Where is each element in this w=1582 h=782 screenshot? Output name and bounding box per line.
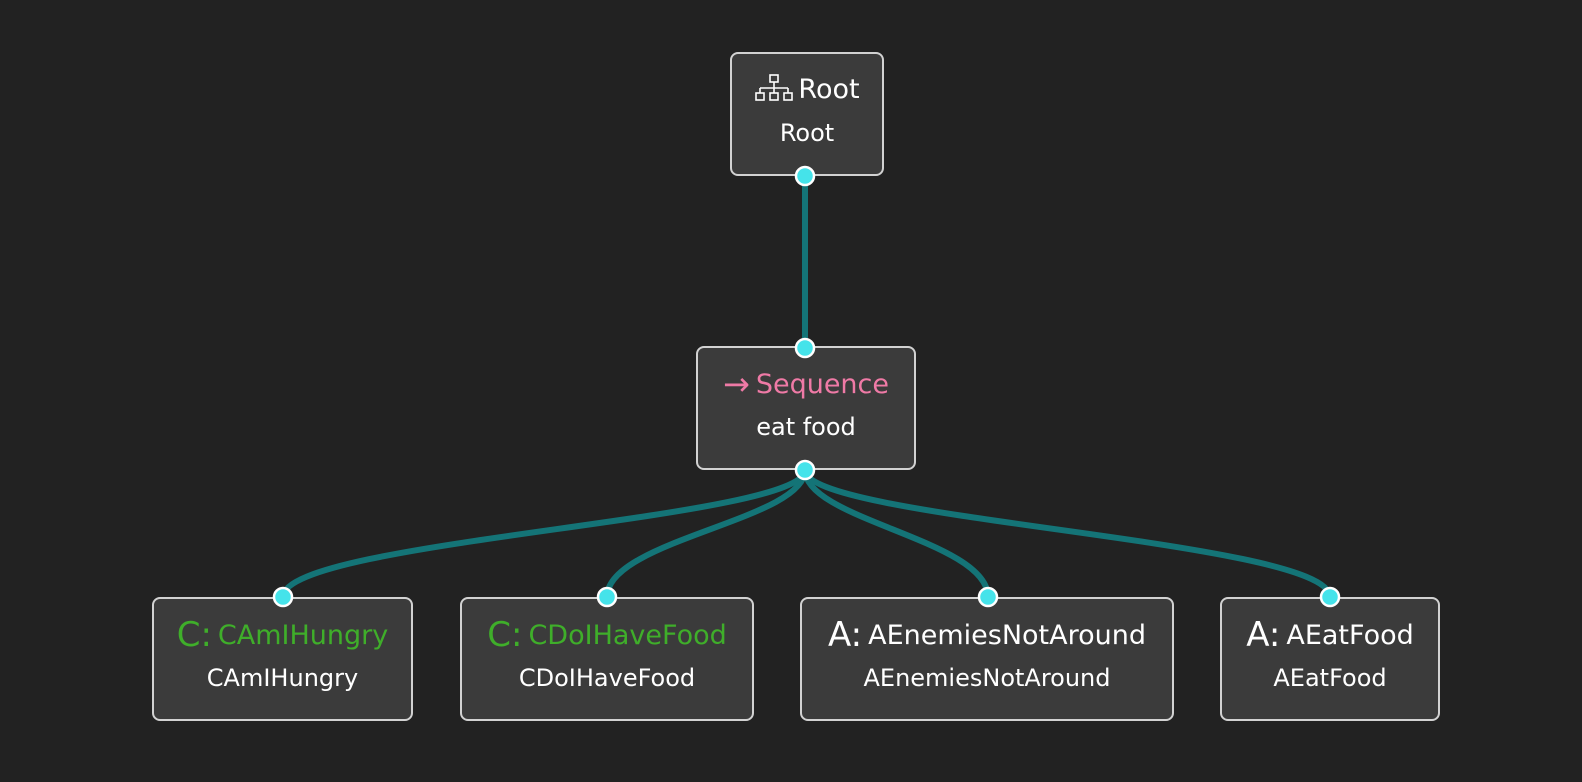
condition-type-label: CAmIHungry	[217, 620, 389, 651]
condition-node-name: CDoIHaveFood	[518, 664, 696, 692]
condition-type-label: CDoIHaveFood	[528, 620, 727, 651]
sequence-node-header: →Sequence	[698, 366, 914, 402]
sequence-node[interactable]: →Sequence eat food	[696, 346, 916, 470]
root-node-name: Root	[779, 119, 835, 147]
root-node-header: Root	[732, 72, 882, 108]
action-prefix: A:	[827, 615, 863, 655]
condition-node-header: C:CDoIHaveFood	[462, 617, 752, 653]
edge-sequence-aenemiesnotaround	[802, 469, 991, 598]
action-node-header: A:AEnemiesNotAround	[802, 617, 1172, 653]
action-prefix: A:	[1246, 615, 1281, 655]
root-node[interactable]: Root Root	[730, 52, 884, 176]
sequence-type-label: Sequence	[755, 369, 889, 400]
condition-node-camihungry[interactable]: C:CAmIHungry CAmIHungry	[152, 597, 413, 721]
action-type-label: AEnemiesNotAround	[868, 620, 1147, 651]
action-node-aenemiesnotaround[interactable]: A:AEnemiesNotAround AEnemiesNotAround	[800, 597, 1174, 721]
condition-node-cdoihavefood[interactable]: C:CDoIHaveFood CDoIHaveFood	[460, 597, 754, 721]
tree-hierarchy-icon	[754, 74, 794, 114]
action-node-header: A:AEatFood	[1222, 617, 1438, 653]
condition-prefix: C:	[176, 615, 212, 655]
sequence-node-name: eat food	[756, 413, 856, 441]
condition-prefix: C:	[487, 615, 523, 655]
edge-sequence-camihungry	[280, 469, 808, 598]
action-node-name: AEnemiesNotAround	[863, 664, 1111, 692]
arrow-right-icon: →	[723, 365, 750, 403]
condition-node-name: CAmIHungry	[206, 664, 359, 692]
action-type-label: AEatFood	[1286, 620, 1414, 651]
edge-sequence-cdoihavefood	[604, 469, 808, 598]
condition-node-header: C:CAmIHungry	[154, 617, 411, 653]
action-node-name: AEatFood	[1273, 664, 1387, 692]
action-node-aeatfood[interactable]: A:AEatFood AEatFood	[1220, 597, 1440, 721]
root-type-label: Root	[798, 74, 860, 105]
edge-sequence-aeatfood	[802, 469, 1333, 598]
